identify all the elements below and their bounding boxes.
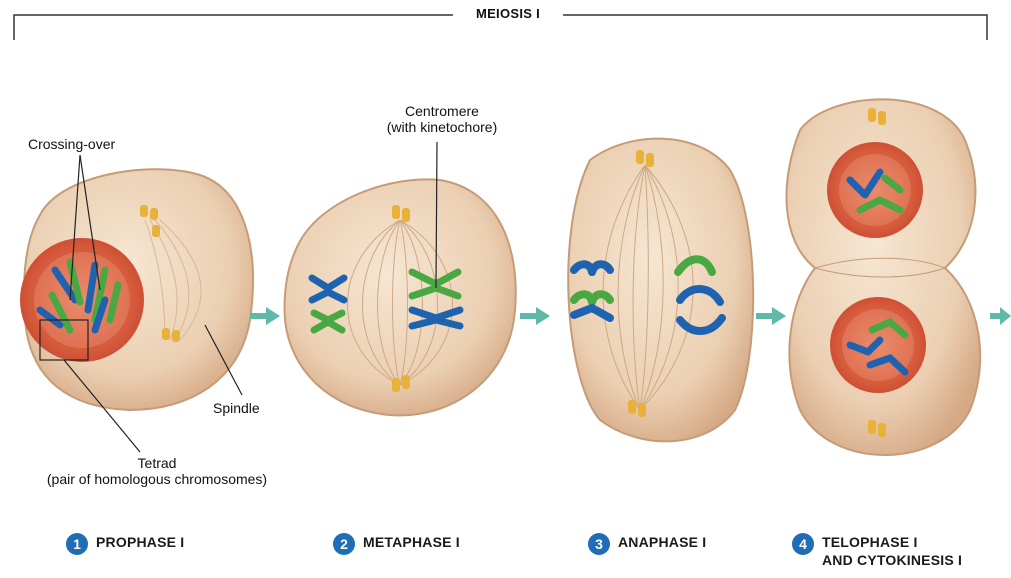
phase-prophase: 1 PROPHASE I (66, 533, 184, 555)
anaphase-cell (568, 139, 753, 442)
phase-label-line1: PROPHASE I (96, 533, 184, 551)
phase-label: METAPHASE I (363, 533, 460, 551)
phase-number-icon: 3 (588, 533, 610, 555)
phase-label-line2: AND CYTOKINESIS I (822, 551, 962, 569)
tetrad-label-line1: Tetrad (12, 455, 302, 471)
phase-label-line1: TELOPHASE I (822, 533, 962, 551)
phase-metaphase: 2 METAPHASE I (333, 533, 460, 555)
crossing-over-label: Crossing-over (28, 136, 115, 152)
tetrad-label-line2: (pair of homologous chromosomes) (12, 471, 302, 487)
arrow-4 (990, 307, 1011, 325)
tetrad-label: Tetrad (pair of homologous chromosomes) (12, 455, 302, 487)
arrow-2 (520, 307, 550, 325)
centromere-label-line2: (with kinetochore) (367, 119, 517, 135)
centromere-label-line1: Centromere (367, 103, 517, 119)
phase-number-icon: 4 (792, 533, 814, 555)
phase-label-line1: ANAPHASE I (618, 533, 706, 551)
phase-label: PROPHASE I (96, 533, 184, 551)
phase-number-icon: 1 (66, 533, 88, 555)
telophase-cell (786, 99, 980, 455)
diagram-title: MEIOSIS I (453, 6, 563, 21)
phase-label: TELOPHASE I AND CYTOKINESIS I (822, 533, 962, 569)
phase-label-line1: METAPHASE I (363, 533, 460, 551)
arrow-1 (250, 307, 280, 325)
metaphase-cell (285, 142, 516, 415)
spindle-label: Spindle (213, 400, 260, 416)
centromere-label: Centromere (with kinetochore) (367, 103, 517, 135)
phase-number-icon: 2 (333, 533, 355, 555)
phase-telophase: 4 TELOPHASE I AND CYTOKINESIS I (792, 533, 962, 569)
phase-label: ANAPHASE I (618, 533, 706, 551)
phase-anaphase: 3 ANAPHASE I (588, 533, 706, 555)
arrow-3 (756, 307, 786, 325)
